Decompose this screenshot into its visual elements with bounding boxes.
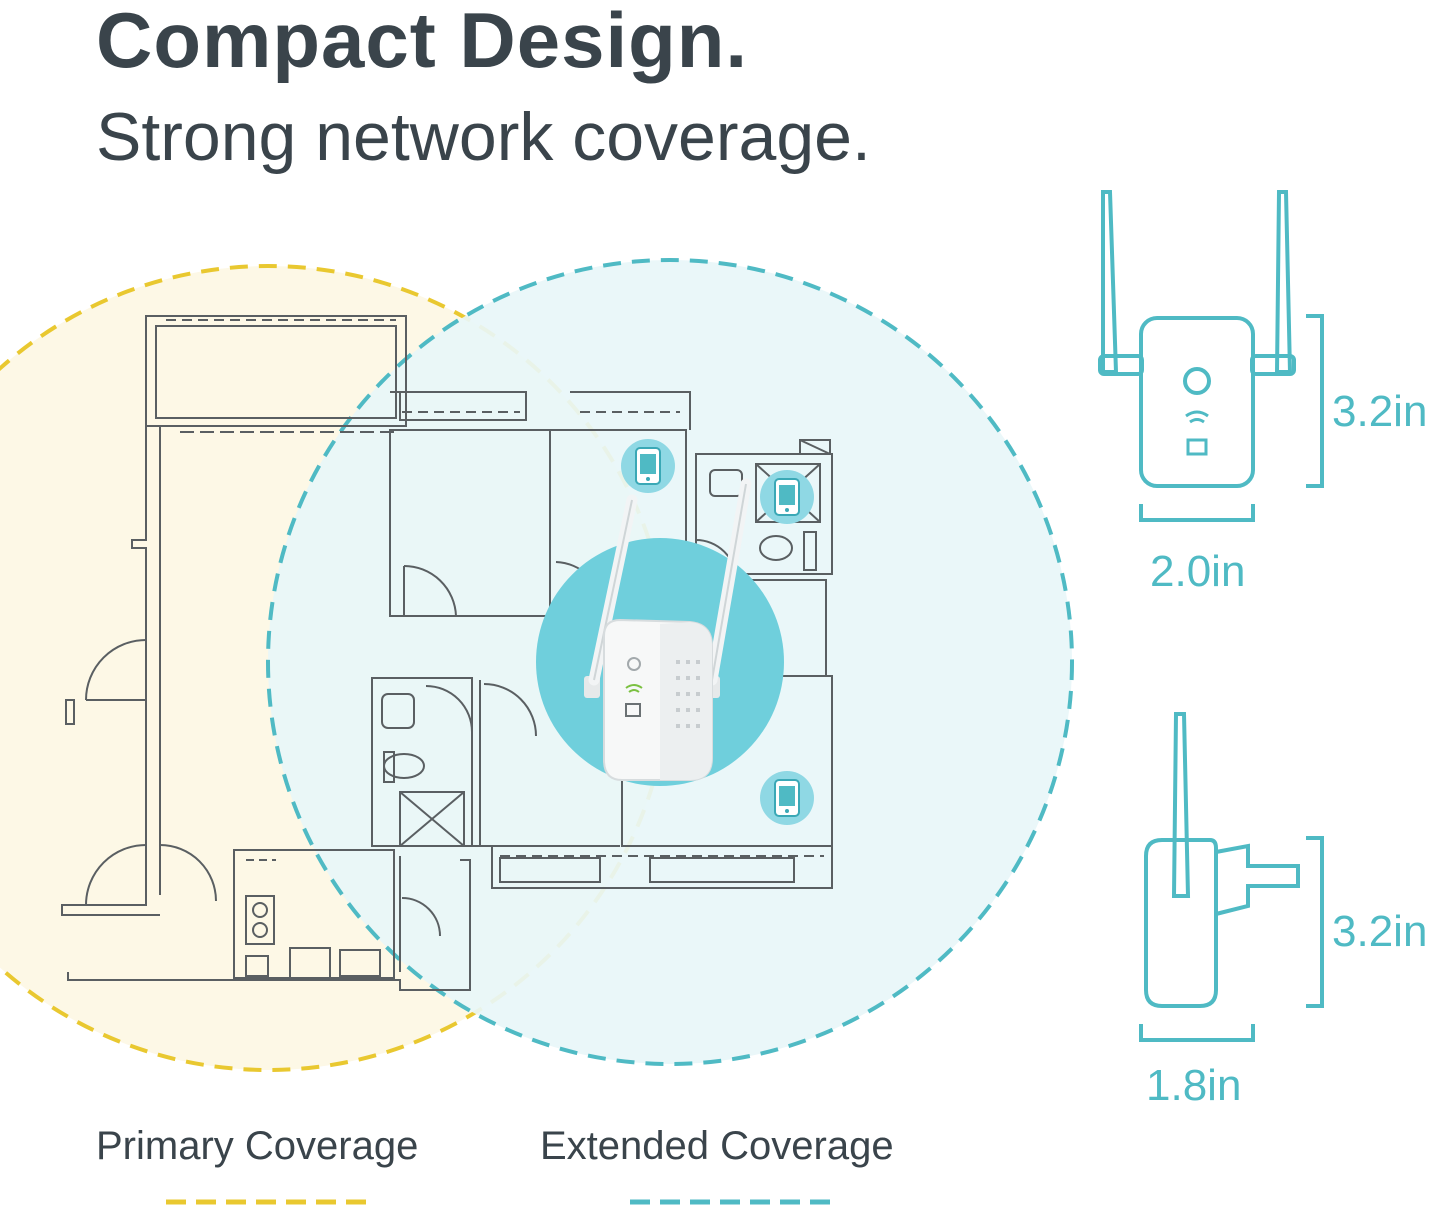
ethernet-port-icon bbox=[625, 703, 641, 717]
side-height-label: 3.2in bbox=[1332, 907, 1428, 956]
page-title: Compact Design. bbox=[96, 0, 749, 84]
device-front-view bbox=[1098, 190, 1324, 522]
side-depth-label: 1.8in bbox=[1146, 1061, 1242, 1110]
front-height-label: 3.2in bbox=[1332, 387, 1428, 436]
extended-coverage-label: Extended Coverage bbox=[540, 1124, 894, 1168]
phone-icon bbox=[621, 439, 675, 493]
phone-icon bbox=[760, 771, 814, 825]
primary-coverage-label: Primary Coverage bbox=[96, 1124, 419, 1168]
device-side-view bbox=[1139, 712, 1324, 1042]
wifi-icon bbox=[625, 684, 643, 693]
front-width-label: 2.0in bbox=[1150, 547, 1246, 596]
power-icon bbox=[627, 657, 641, 671]
page-subtitle: Strong network coverage. bbox=[96, 99, 871, 175]
repeater-device bbox=[584, 478, 752, 781]
phone-icon bbox=[760, 470, 814, 524]
